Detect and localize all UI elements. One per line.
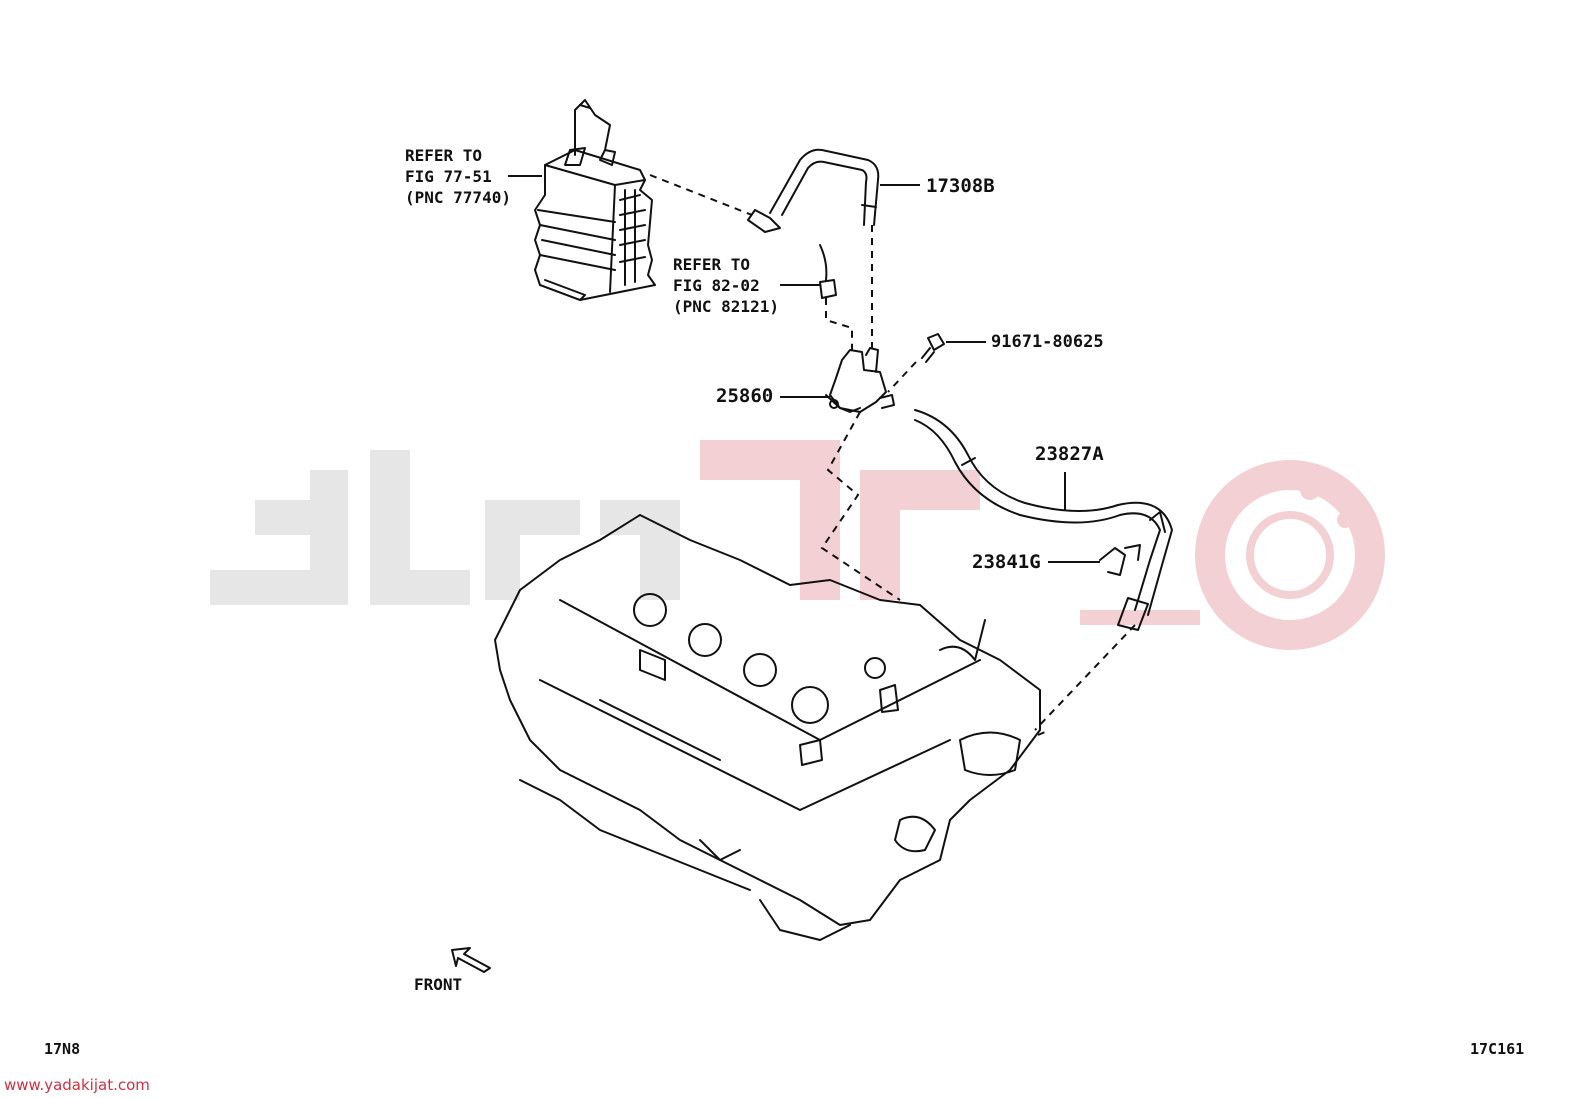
canister-outline [534, 99, 656, 301]
front-label: FRONT [414, 975, 463, 994]
sensor-reference-note: REFER TO FIG 82-02 (PNC 82121) [673, 254, 779, 317]
diagram-code-left: 17N8 [44, 1040, 81, 1058]
canister-ref-line-3: (PNC 77740) [405, 188, 511, 207]
sensor-ref-line-3: (PNC 82121) [673, 297, 779, 316]
watermark-logo [210, 440, 1385, 650]
connection-lines [649, 174, 1136, 736]
part-label-23841g: 23841G [972, 551, 1041, 573]
leader-lines [508, 175, 1100, 563]
part-label-25860: 25860 [716, 385, 774, 407]
watermark-url: www.yadakijat.com [4, 1076, 150, 1094]
canister-ref-line-2: FIG 77-51 [405, 167, 492, 186]
bolt-91671 [921, 333, 945, 363]
part-label-23827a: 23827A [1035, 443, 1104, 465]
engine-head-outline [494, 514, 1041, 941]
front-arrow-icon [451, 947, 491, 973]
sensor-wire [819, 244, 837, 299]
clamp-23841g [1099, 544, 1141, 576]
sensor-ref-line-2: FIG 82-02 [673, 276, 760, 295]
canister-ref-line-1: REFER TO [405, 146, 483, 165]
diagram-code-right: 17C161 [1470, 1040, 1525, 1058]
part-label-17308b: 17308B [926, 175, 995, 197]
part-label-91671-80625: 91671-80625 [991, 332, 1104, 352]
vsv-body [825, 347, 895, 413]
canister-reference-note: REFER TO FIG 77-51 (PNC 77740) [405, 145, 511, 208]
hose-17308b [747, 148, 880, 233]
sensor-ref-line-1: REFER TO [673, 255, 751, 274]
hose-23827a [914, 409, 1173, 631]
